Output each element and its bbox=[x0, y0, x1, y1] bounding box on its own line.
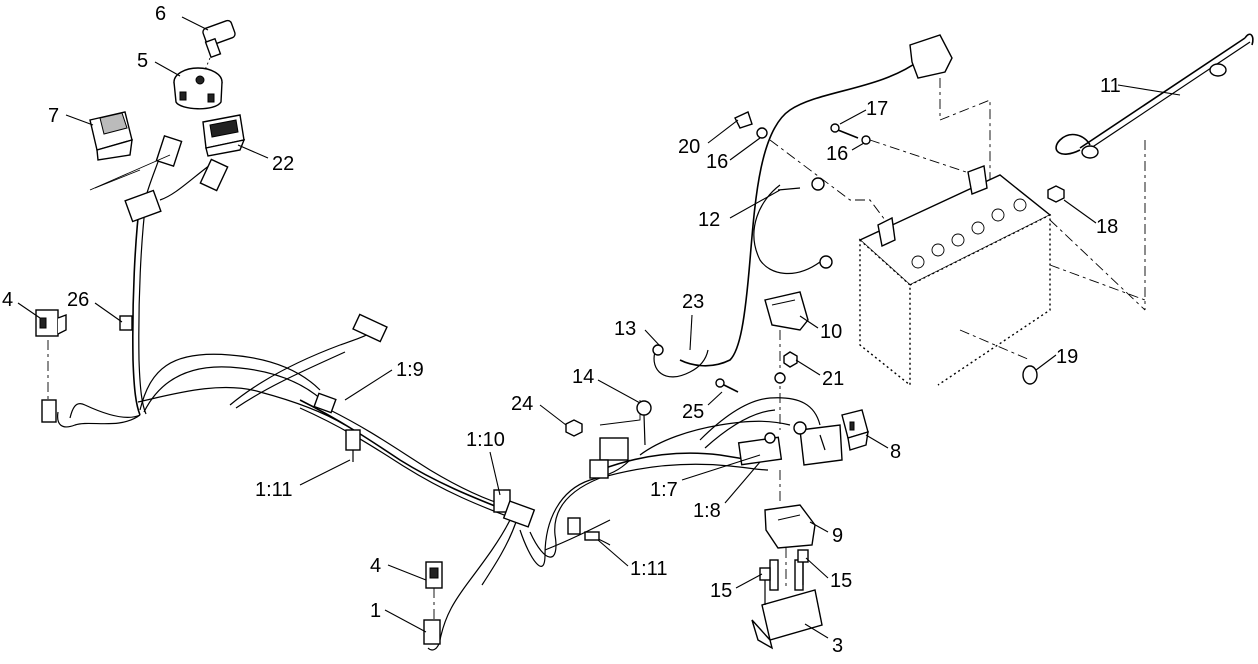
solenoid-wiring-block bbox=[737, 421, 843, 466]
callout-4b: 4 bbox=[370, 555, 381, 577]
callout-1-11a: 1:11 bbox=[255, 479, 292, 501]
nut bbox=[565, 419, 583, 437]
callout-26: 26 bbox=[67, 289, 89, 311]
callout-22: 22 bbox=[272, 153, 294, 175]
ignition-key bbox=[202, 19, 236, 71]
callout-6: 6 bbox=[155, 3, 166, 25]
callout-24: 24 bbox=[511, 393, 533, 415]
nut-21 bbox=[774, 351, 798, 384]
callout-14: 14 bbox=[572, 366, 594, 388]
callout-8: 8 bbox=[890, 441, 901, 463]
relay bbox=[841, 409, 869, 451]
callout-1-9: 1:9 bbox=[396, 359, 424, 381]
callout-16b: 16 bbox=[826, 143, 848, 165]
callout-1-10: 1:10 bbox=[466, 429, 505, 451]
callout-1: 1 bbox=[370, 600, 381, 622]
battery-hardware bbox=[734, 111, 976, 221]
battery bbox=[858, 165, 1146, 387]
switch-connector-cluster bbox=[89, 134, 229, 223]
starter-solenoid bbox=[751, 548, 823, 650]
brake-interlock-switch bbox=[423, 561, 443, 645]
callout-7: 7 bbox=[48, 105, 59, 127]
callout-labels: 6 5 7 22 4 26 1:9 1:11 1:10 4 1 24 14 25… bbox=[2, 3, 1121, 657]
callout-9: 9 bbox=[832, 525, 843, 547]
callout-17: 17 bbox=[866, 98, 888, 120]
callout-25: 25 bbox=[682, 401, 704, 423]
bolt-19 bbox=[1022, 365, 1038, 385]
callout-1-8: 1:8 bbox=[693, 500, 721, 522]
solenoid-cover bbox=[764, 470, 816, 549]
screw bbox=[715, 378, 739, 393]
callout-5: 5 bbox=[137, 50, 148, 72]
main-wire-harness bbox=[57, 199, 821, 651]
battery-cables bbox=[652, 34, 991, 378]
callout-13: 13 bbox=[614, 318, 636, 340]
callout-3: 3 bbox=[832, 635, 843, 657]
callout-4a: 4 bbox=[2, 289, 13, 311]
seat-interlock-switch bbox=[35, 309, 67, 423]
callout-12: 12 bbox=[698, 209, 720, 231]
fuse-block-connectors bbox=[567, 400, 652, 541]
battery-hold-down-rod bbox=[1055, 33, 1254, 310]
callout-19: 19 bbox=[1056, 346, 1078, 368]
callout-1-11b: 1:11 bbox=[630, 558, 667, 580]
connector-block bbox=[313, 313, 388, 462]
callout-10: 10 bbox=[820, 321, 842, 343]
callout-11: 11 bbox=[1100, 75, 1121, 97]
callout-15a: 15 bbox=[710, 580, 732, 602]
callout-21: 21 bbox=[822, 368, 844, 390]
callout-20: 20 bbox=[678, 136, 700, 158]
callout-18: 18 bbox=[1096, 216, 1118, 238]
hour-meter bbox=[202, 114, 246, 157]
callout-15b: 15 bbox=[830, 570, 852, 592]
harness-clamp bbox=[493, 489, 536, 528]
leader-lines bbox=[17, 16, 1181, 639]
callout-16a: 16 bbox=[706, 151, 728, 173]
harness-clip bbox=[119, 315, 133, 331]
rocker-switch bbox=[89, 111, 133, 161]
callout-23: 23 bbox=[682, 291, 704, 313]
ignition-switch bbox=[173, 67, 223, 110]
callout-1-7: 1:7 bbox=[650, 479, 678, 501]
nut-18 bbox=[1047, 185, 1065, 203]
screws-15 bbox=[759, 549, 809, 605]
